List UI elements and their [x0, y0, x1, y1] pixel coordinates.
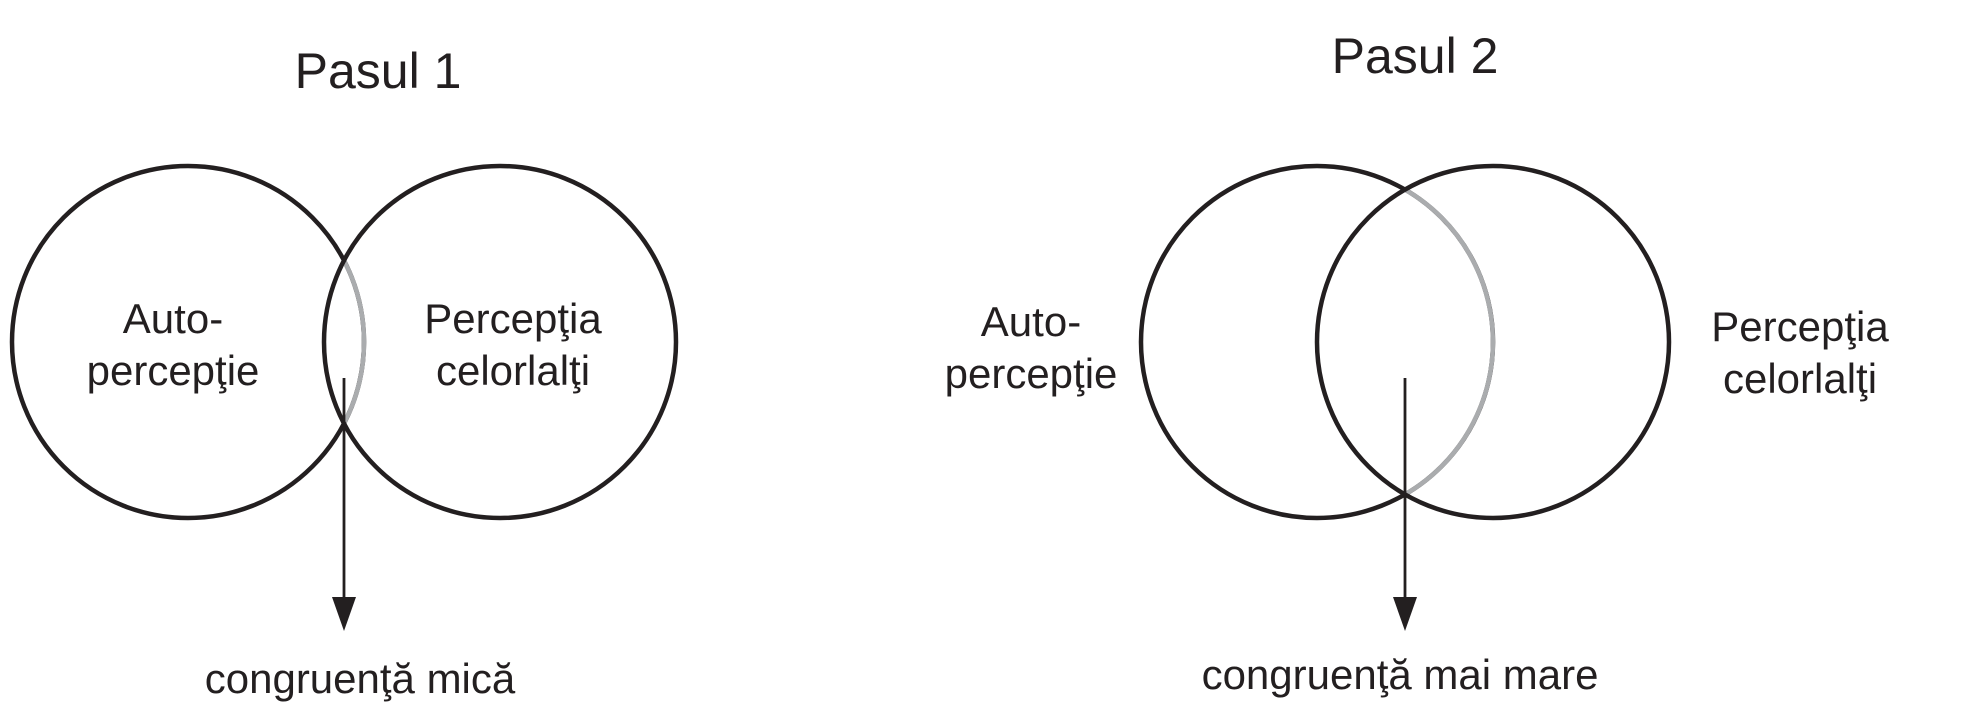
step2-down-arrow-head	[1393, 597, 1417, 631]
step1-down-arrow-head	[332, 597, 356, 631]
step2-others-label-line1: Percepţia	[1711, 303, 1889, 350]
step1-others-label-line1: Percepţia	[424, 295, 602, 342]
step1-title: Pasul 1	[294, 43, 462, 99]
step1-self-label-line1: Auto-	[122, 295, 224, 342]
step2-self-label-line1: Auto-	[980, 298, 1082, 345]
step2-self-label-line2: percepţie	[944, 350, 1118, 397]
step2-self-label: Auto- percepţie	[945, 296, 1118, 400]
step2-overlap-arc	[1403, 187, 1496, 497]
step1-others-circle	[321, 163, 679, 521]
step1-overlap-arc	[342, 259, 367, 425]
step1-others-label: Percepţia celorlalţi	[424, 293, 601, 397]
step2-caption: congruenţă mai mare	[1201, 651, 1599, 698]
step1-caption: congruenţă mică	[204, 655, 516, 702]
step2-others-label: Percepţia celorlalţi	[1711, 301, 1888, 405]
step1-others-label-line2: celorlalţi	[435, 347, 591, 394]
step2-others-circle	[1314, 163, 1672, 521]
step1-self-label: Auto- percepţie	[87, 293, 260, 397]
step2-title: Pasul 2	[1331, 28, 1499, 84]
step1-self-label-line2: percepţie	[86, 347, 260, 394]
step2-others-label-line2: celorlalţi	[1722, 355, 1878, 402]
